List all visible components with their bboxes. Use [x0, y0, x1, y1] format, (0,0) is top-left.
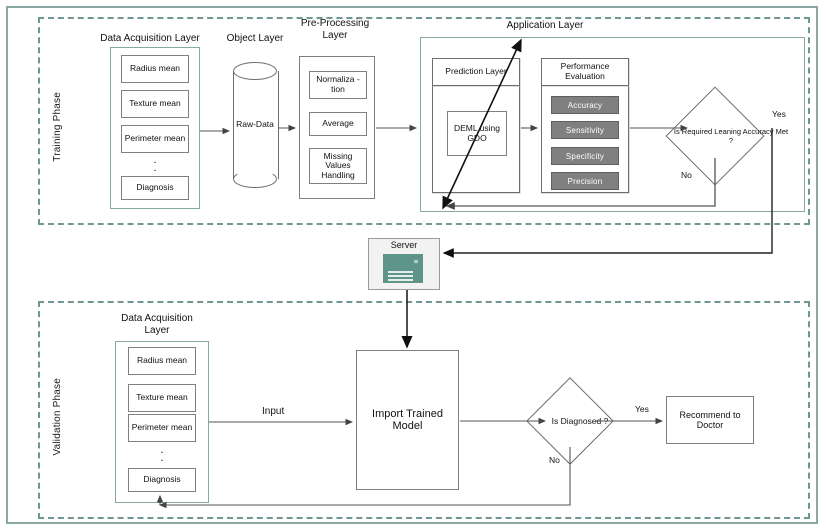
- training-feature-radius-mean: Radius mean: [121, 55, 189, 83]
- validation-phase-label: Validation Phase: [52, 378, 63, 456]
- server-screen-line-2: [387, 274, 413, 277]
- pre-processing-caption: Pre-Processing Layer: [300, 18, 370, 41]
- validation-feature-radius-mean: Radius mean: [128, 347, 196, 375]
- metric-precision: Precision: [551, 172, 619, 190]
- training-feature-diagnosis: Diagnosis: [121, 176, 189, 200]
- validation-decision-yes-label: Yes: [635, 404, 649, 414]
- recommend-to-doctor-box: Recommend to Doctor: [666, 396, 754, 444]
- server-screen-line-3: [387, 278, 413, 281]
- server-label: Server: [390, 240, 418, 250]
- server-screen-line-1: [387, 270, 413, 273]
- validation-decision-diamond: Is Diagnosed ?: [520, 375, 620, 467]
- pre-processing-average: Average: [309, 112, 367, 136]
- training-feature-ellipsis: ..: [153, 154, 157, 175]
- training-decision-text: Is Required Leaning Accuracy Met ?: [673, 127, 789, 145]
- pre-processing-missing-values: Missing Values Handling: [309, 148, 367, 184]
- validation-feature-texture-mean: Texture mean: [128, 384, 196, 412]
- training-decision-yes-label: Yes: [772, 109, 786, 119]
- raw-data-label: Raw-Data: [236, 119, 274, 130]
- cylinder-bottom: [233, 170, 277, 188]
- validation-data-acquisition-caption: Data Acquisition Layer: [121, 313, 193, 336]
- training-data-acquisition-caption: Data Acquisition Layer: [100, 33, 200, 44]
- validation-phase-container: [38, 301, 810, 519]
- pre-processing-normalization: Normaliza -tion: [309, 71, 367, 99]
- object-layer-caption: Object Layer: [226, 33, 284, 44]
- performance-evaluation-header: Performance Evaluation: [541, 58, 629, 86]
- prediction-layer-header: Prediction Layer: [432, 58, 520, 86]
- metric-accuracy: Accuracy: [551, 96, 619, 114]
- validation-feature-ellipsis: ..: [160, 444, 164, 465]
- training-decision-diamond: Is Required Leaning Accuracy Met ?: [655, 86, 788, 186]
- validation-decision-text: Is Diagnosed ?: [551, 415, 609, 426]
- server-node[interactable]: Server: [368, 238, 444, 294]
- validation-feature-diagnosis: Diagnosis: [128, 468, 196, 492]
- cylinder-body: [233, 71, 279, 179]
- import-trained-model-box: Import Trained Model: [356, 350, 459, 490]
- server-screen-dot: [413, 259, 418, 263]
- validation-feature-perimeter-mean: Perimeter mean: [128, 414, 196, 442]
- metric-specificity: Specificity: [551, 147, 619, 165]
- metric-sensitivity: Sensitivity: [551, 121, 619, 139]
- training-decision-no-label: No: [681, 170, 692, 180]
- cylinder-top: [233, 62, 277, 80]
- application-layer-caption: Application Layer: [506, 20, 584, 31]
- validation-decision-no-label: No: [549, 455, 560, 465]
- prediction-model-box: DEML using GDO: [447, 111, 507, 156]
- training-phase-label: Training Phase: [52, 92, 63, 162]
- raw-data-cylinder: Raw-Data: [233, 62, 279, 188]
- training-phase-container: [38, 17, 810, 225]
- training-feature-texture-mean: Texture mean: [121, 90, 189, 118]
- validation-input-label: Input: [262, 406, 285, 417]
- server-screen: [383, 254, 424, 283]
- training-feature-perimeter-mean: Perimeter mean: [121, 125, 189, 153]
